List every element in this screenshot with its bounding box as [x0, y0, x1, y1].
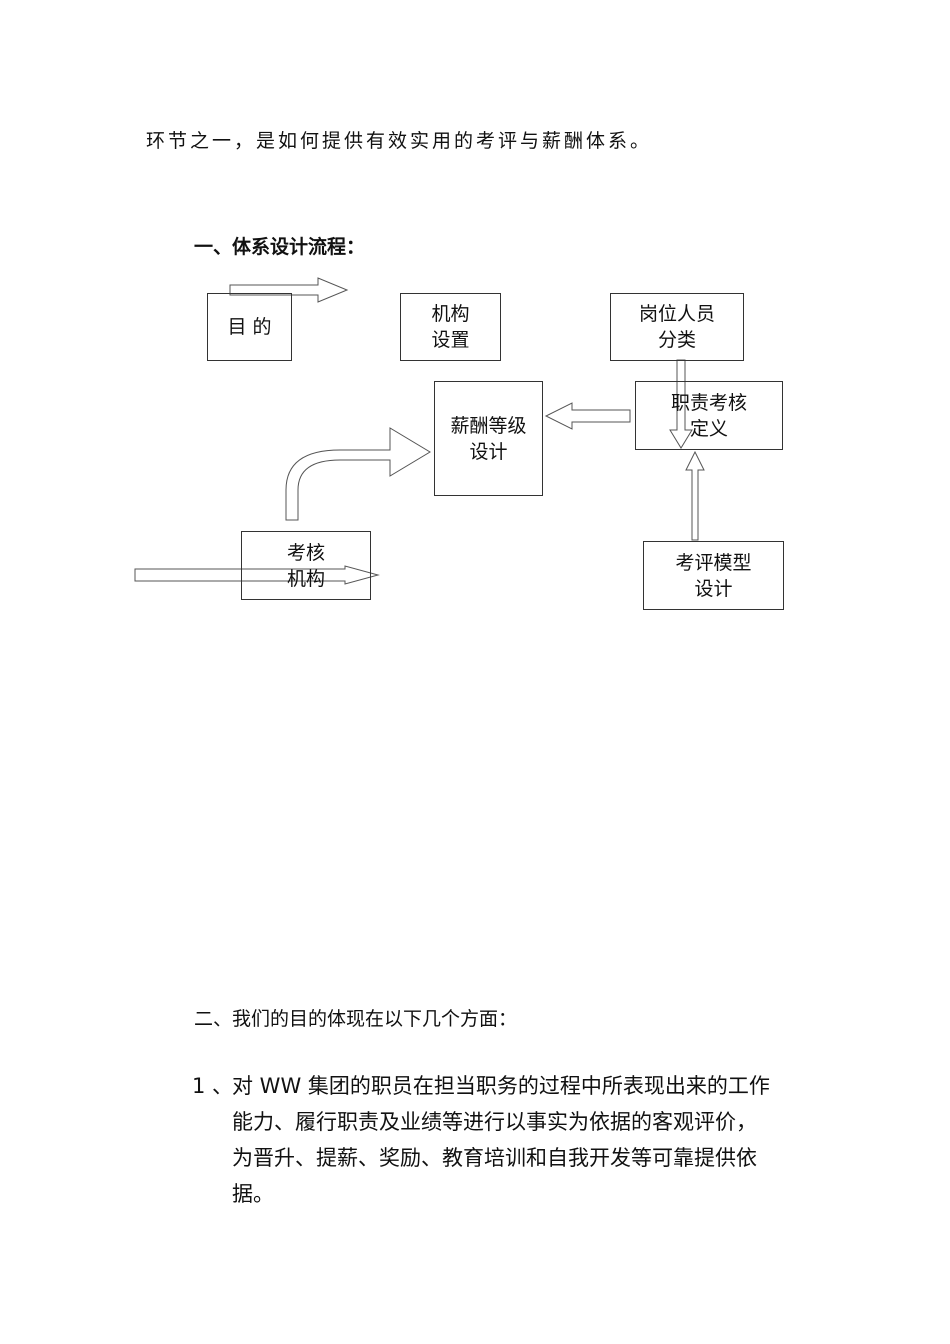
arrow-eval-up [685, 450, 705, 541]
box-duty-def-label: 职责考核 定义 [670, 391, 747, 440]
box-eval-model-label: 考评模型 设计 [675, 551, 752, 600]
arrow-position-down [669, 359, 693, 449]
box-purpose-label: 目 的 [227, 316, 272, 338]
flow-diagram-arrows [134, 277, 705, 585]
box-duty-def: 职责考核 定义 [635, 381, 783, 450]
intro-text: 环节之一，是如何提供有效实用的考评与薪酬体系。 [146, 130, 653, 152]
list-item-line: 对 WW 集团的职员在担当职务的过程中所表现出来的工作 [232, 1074, 770, 1098]
box-eval-model: 考评模型 设计 [643, 541, 784, 610]
box-purpose: 目 的 [207, 293, 292, 361]
list-item-number: 1 、 [192, 1074, 234, 1098]
arrow-duty-to-salary [544, 402, 631, 430]
box-assess-org-label: 考核 机构 [286, 541, 325, 590]
list-item-line: 能力、履行职责及业绩等进行以事实为依据的客观评价， [232, 1110, 757, 1134]
section-heading-goals: 二、我们的目的体现在以下几个方面： [194, 1008, 518, 1030]
list-item-line: 据。 [232, 1182, 274, 1206]
box-position-class: 岗位人员 分类 [610, 293, 744, 361]
box-salary-design-label: 薪酬等级 设计 [450, 414, 527, 463]
box-org-setup: 机构 设置 [400, 293, 501, 361]
section-heading-process: 一、体系设计流程： [194, 236, 366, 258]
arrow-purpose-right [229, 277, 349, 303]
box-assess-org: 考核 机构 [241, 531, 371, 600]
box-salary-design: 薪酬等级 设计 [434, 381, 543, 496]
box-position-class-label: 岗位人员 分类 [638, 303, 715, 351]
box-org-setup-label: 机构 设置 [431, 303, 470, 351]
list-item-line: 为晋升、提薪、奖励、教育培训和自我开发等可靠提供依 [232, 1146, 757, 1170]
list-item: 1 、 对 WW 集团的职员在担当职务的过程中所表现出来的工作 能力、履行职责及… [192, 1068, 832, 1212]
arrow-into-assess [134, 565, 380, 585]
arrow-assess-curve [285, 427, 431, 521]
